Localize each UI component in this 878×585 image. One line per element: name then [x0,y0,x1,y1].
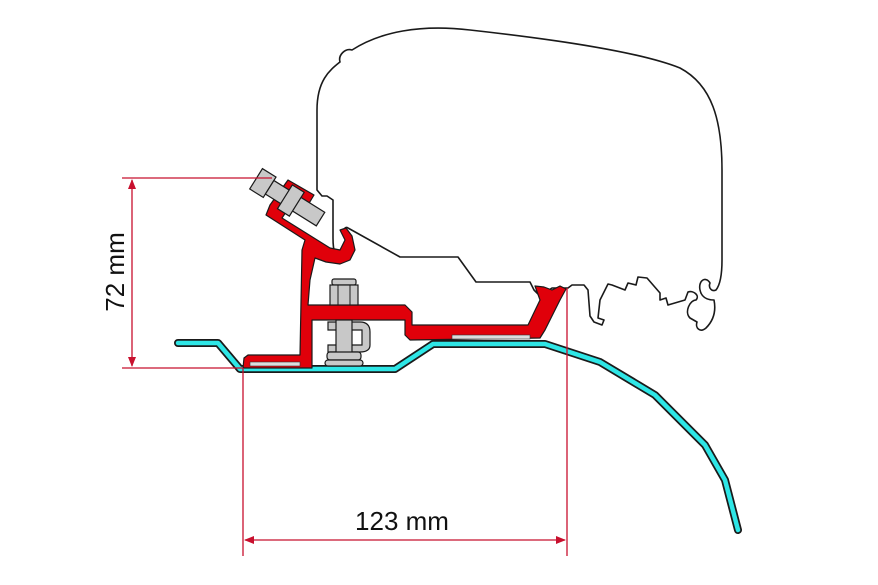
arm-serration [451,334,531,340]
awning-housing-outline [316,27,723,331]
width-dimension-label: 123 mm [355,506,449,536]
clamp-bolt [324,278,371,367]
width-dimension [242,288,568,556]
foot-serration [249,361,301,367]
vehicle-roof-profile [174,339,742,534]
height-dimension-label: 72 mm [100,232,130,311]
top-bolt [248,167,326,227]
height-dimension [122,177,272,369]
